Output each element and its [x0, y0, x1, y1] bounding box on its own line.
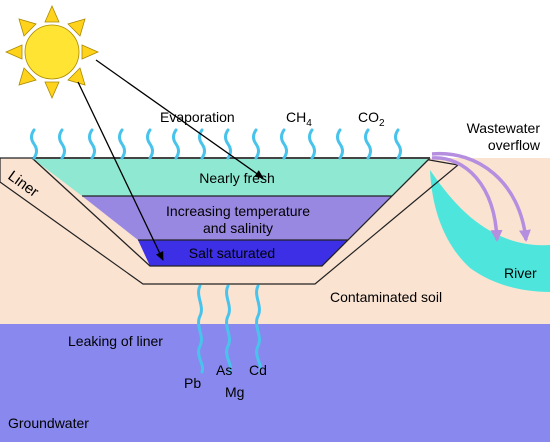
label-overflow: overflow [488, 137, 541, 153]
label-leaking: Leaking of liner [68, 333, 163, 349]
river-body [430, 170, 550, 292]
groundwater-layer [0, 324, 550, 442]
label-ch4-sub: 4 [306, 118, 312, 129]
label-contaminated-soil: Contaminated soil [330, 289, 442, 305]
label-increasing-1: Increasing temperature [166, 203, 310, 219]
label-evaporation: Evaporation [160, 109, 235, 125]
label-cd: Cd [249, 362, 267, 378]
label-co2-sub: 2 [379, 118, 385, 129]
label-mg: Mg [225, 384, 244, 400]
salt-saturated-layer [138, 240, 348, 266]
label-co2: CO2 [358, 109, 385, 129]
label-pb: Pb [184, 375, 201, 391]
label-wastewater: Wastewater [467, 120, 541, 136]
sunlight-arrow-1 [77, 81, 164, 261]
leak-streams [197, 284, 263, 374]
label-groundwater: Groundwater [8, 415, 89, 431]
evaporation-vapors [30, 128, 402, 160]
label-co2-base: CO [358, 109, 379, 125]
overflow-arrows [431, 151, 531, 242]
leak-stream-2 [225, 284, 233, 374]
label-salt-saturated: Salt saturated [189, 245, 275, 261]
label-river: River [504, 265, 537, 281]
leak-stream-3 [255, 284, 263, 374]
pond-outline [31, 157, 431, 267]
fresh-water-layer [32, 158, 430, 196]
label-nearly-fresh: Nearly fresh [199, 170, 274, 186]
overflow-arrow-1 [431, 156, 503, 242]
label-ch4-base: CH [286, 109, 306, 125]
sunlight-arrow-2 [95, 59, 264, 179]
leak-stream-1 [197, 284, 205, 374]
sun-icon [5, 5, 99, 99]
mid-salinity-layer [82, 196, 392, 240]
label-ch4: CH4 [286, 109, 312, 129]
label-as: As [216, 362, 232, 378]
sun-disc [24, 24, 80, 80]
overflow-arrow-2 [431, 151, 531, 242]
label-increasing-2: and salinity [203, 220, 273, 236]
